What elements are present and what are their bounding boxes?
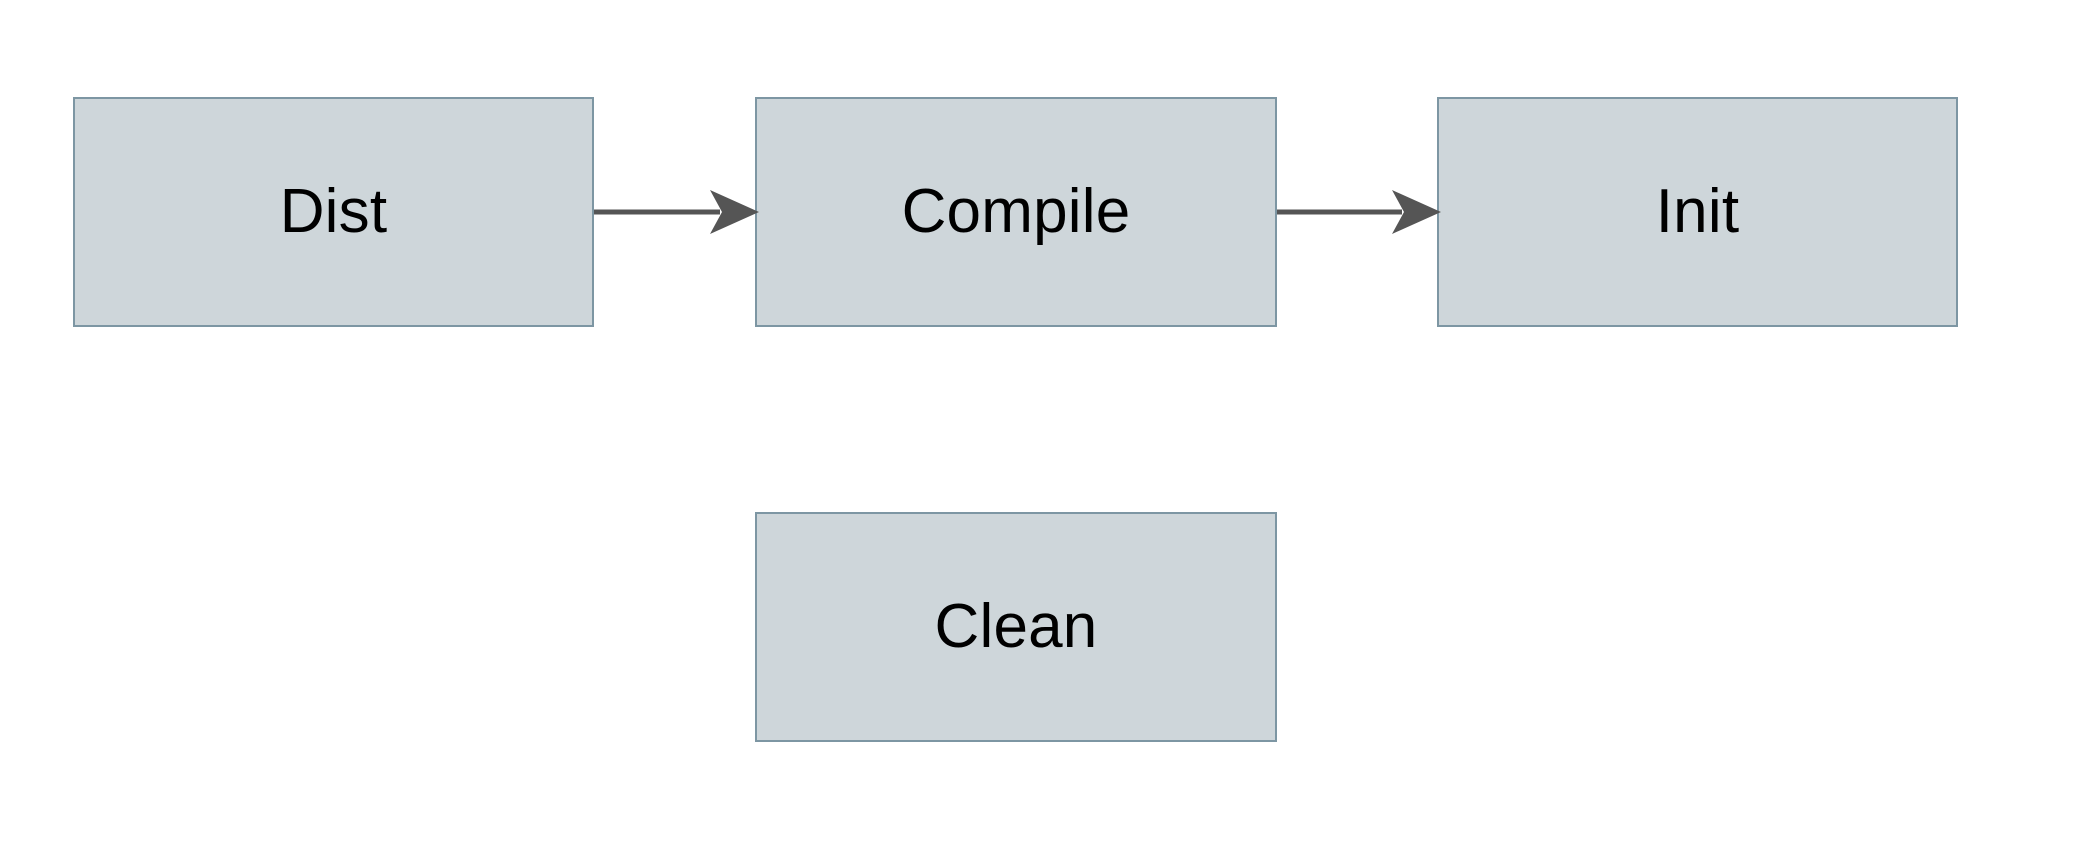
edge-dist-to-compile[interactable] [594, 182, 759, 244]
node-clean-label: Clean [934, 592, 1098, 661]
edge-compile-to-init-arrowhead-icon [1392, 190, 1441, 234]
edge-dist-to-compile-arrowhead-icon [710, 190, 759, 234]
edge-compile-to-init[interactable] [1277, 182, 1441, 244]
node-clean[interactable]: Clean [755, 512, 1277, 742]
node-init[interactable]: Init [1437, 97, 1958, 327]
node-dist-label: Dist [279, 177, 388, 246]
node-init-label: Init [1655, 177, 1740, 246]
node-compile[interactable]: Compile [755, 97, 1277, 327]
node-compile-label: Compile [901, 177, 1131, 246]
node-dist[interactable]: Dist [73, 97, 594, 327]
